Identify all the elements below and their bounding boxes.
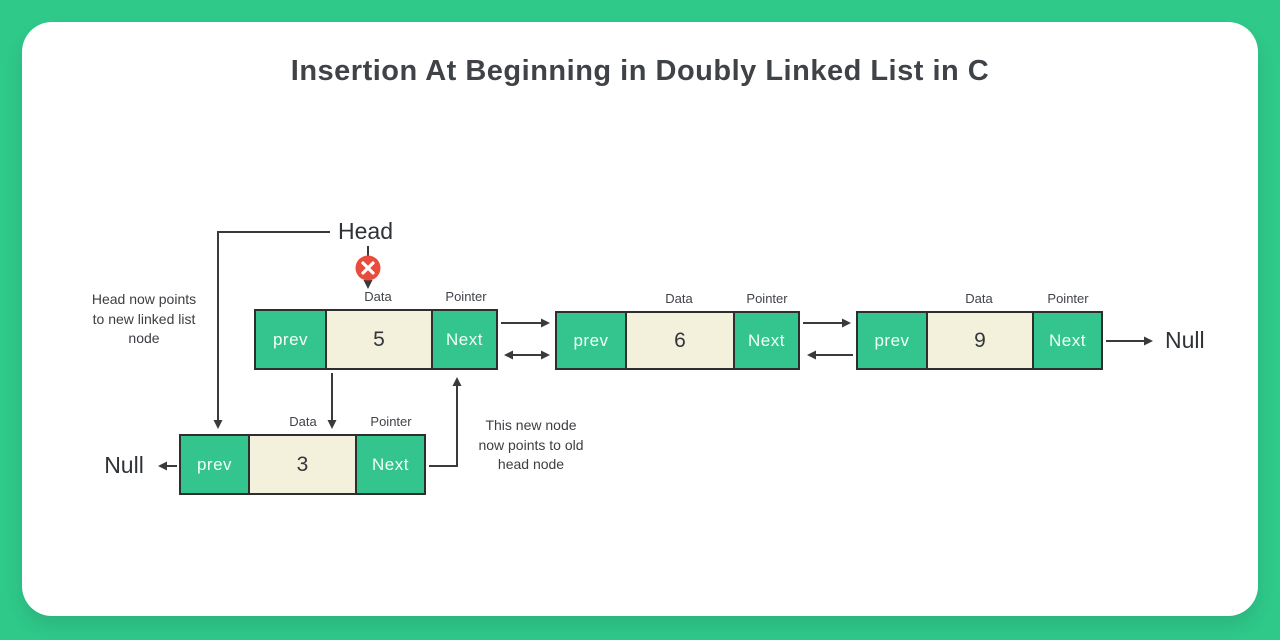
data-cell: 9 [926,313,1032,368]
prev-cell: prev [858,313,926,368]
new-node-3: Data Pointer prev 3 Next [179,414,426,495]
prev-cell: prev [181,436,248,493]
head-note: Head now points to new linked list node [49,290,239,349]
new-node-note-line: This new node [485,417,577,433]
new-node-note: This new node now points to old head nod… [436,416,626,475]
prev-cell: prev [557,313,625,368]
pointer-caption: Pointer [370,414,412,429]
next-cell: Next [1032,313,1101,368]
null-label-left: Null [104,452,144,478]
new-node-note-line: head node [497,456,565,472]
node-9: Data Pointer prev 9 Next [856,291,1103,370]
null-label-right: Null [1165,327,1205,353]
data-caption: Data [364,289,392,304]
node-5: Data Pointer prev 5 Next [254,289,498,370]
new-node-note-line: now points to old [478,436,584,453]
next-cell: Next [733,313,798,368]
head-note-line: to new linked list [92,310,196,327]
data-cell: 5 [325,311,431,368]
data-caption: Data [665,291,693,306]
head-pointer-label: Head [338,218,393,244]
next-cell: Next [431,311,496,368]
pointer-caption: Pointer [746,291,788,306]
head-note-line: node [128,330,160,346]
next-cell: Next [355,436,424,493]
pointer-caption: Pointer [445,289,487,304]
node-cells: prev 6 Next [555,311,800,370]
prev-cell: prev [256,311,325,368]
node-cells: prev 3 Next [179,434,426,495]
node-6: Data Pointer prev 6 Next [555,291,800,370]
data-cell: 6 [625,313,733,368]
page-title: Insertion At Beginning in Doubly Linked … [290,55,990,87]
data-cell: 3 [248,436,355,493]
node-cells: prev 5 Next [254,309,498,370]
node-cells: prev 9 Next [856,311,1103,370]
data-caption: Data [965,291,993,306]
head-note-line: Head now points [91,291,197,307]
data-caption: Data [289,414,317,429]
pointer-caption: Pointer [1047,291,1089,306]
